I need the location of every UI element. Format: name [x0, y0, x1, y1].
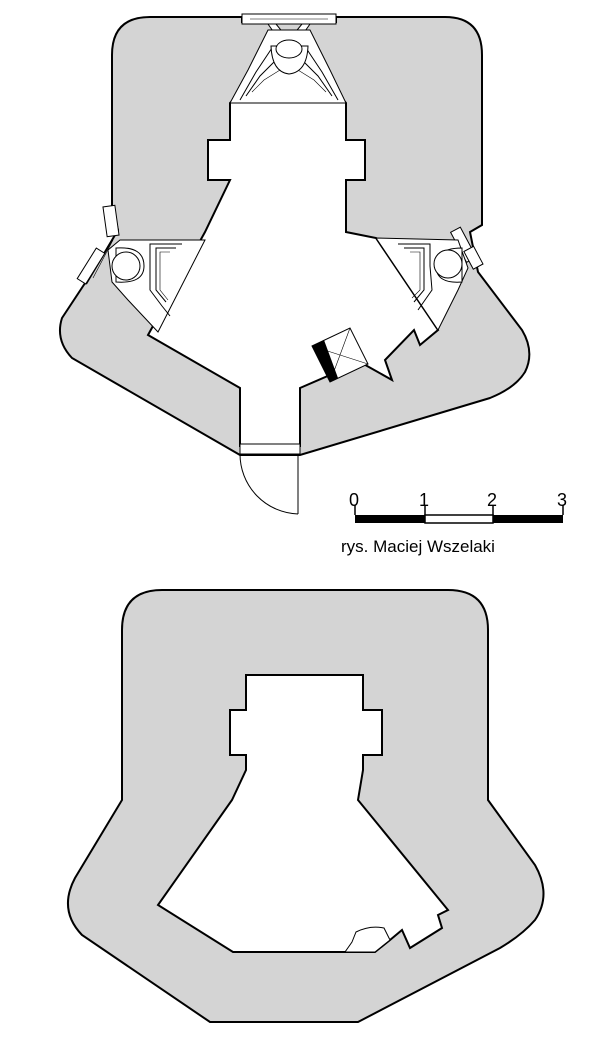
upper-plan	[59, 13, 531, 515]
right-gun-chamber	[375, 237, 469, 331]
lower-plan	[66, 589, 545, 1023]
scale-bar: 0 1 2 3	[349, 490, 567, 524]
left-embrasure	[76, 204, 120, 285]
scale-tick-2: 2	[487, 490, 497, 510]
lower-niche	[344, 926, 391, 953]
author-credit: rys. Maciej Wszelaki	[341, 537, 495, 556]
scale-tick-1: 1	[419, 490, 429, 510]
left-gun-chamber	[107, 239, 206, 333]
scale-tick-0: 0	[349, 490, 359, 510]
lower-plan-walls	[66, 589, 545, 1023]
scale-tick-3: 3	[557, 490, 567, 510]
top-gun-chamber	[229, 29, 347, 104]
vent-box	[311, 327, 369, 383]
upper-plan-walls	[59, 16, 531, 456]
entrance-door	[239, 443, 301, 515]
